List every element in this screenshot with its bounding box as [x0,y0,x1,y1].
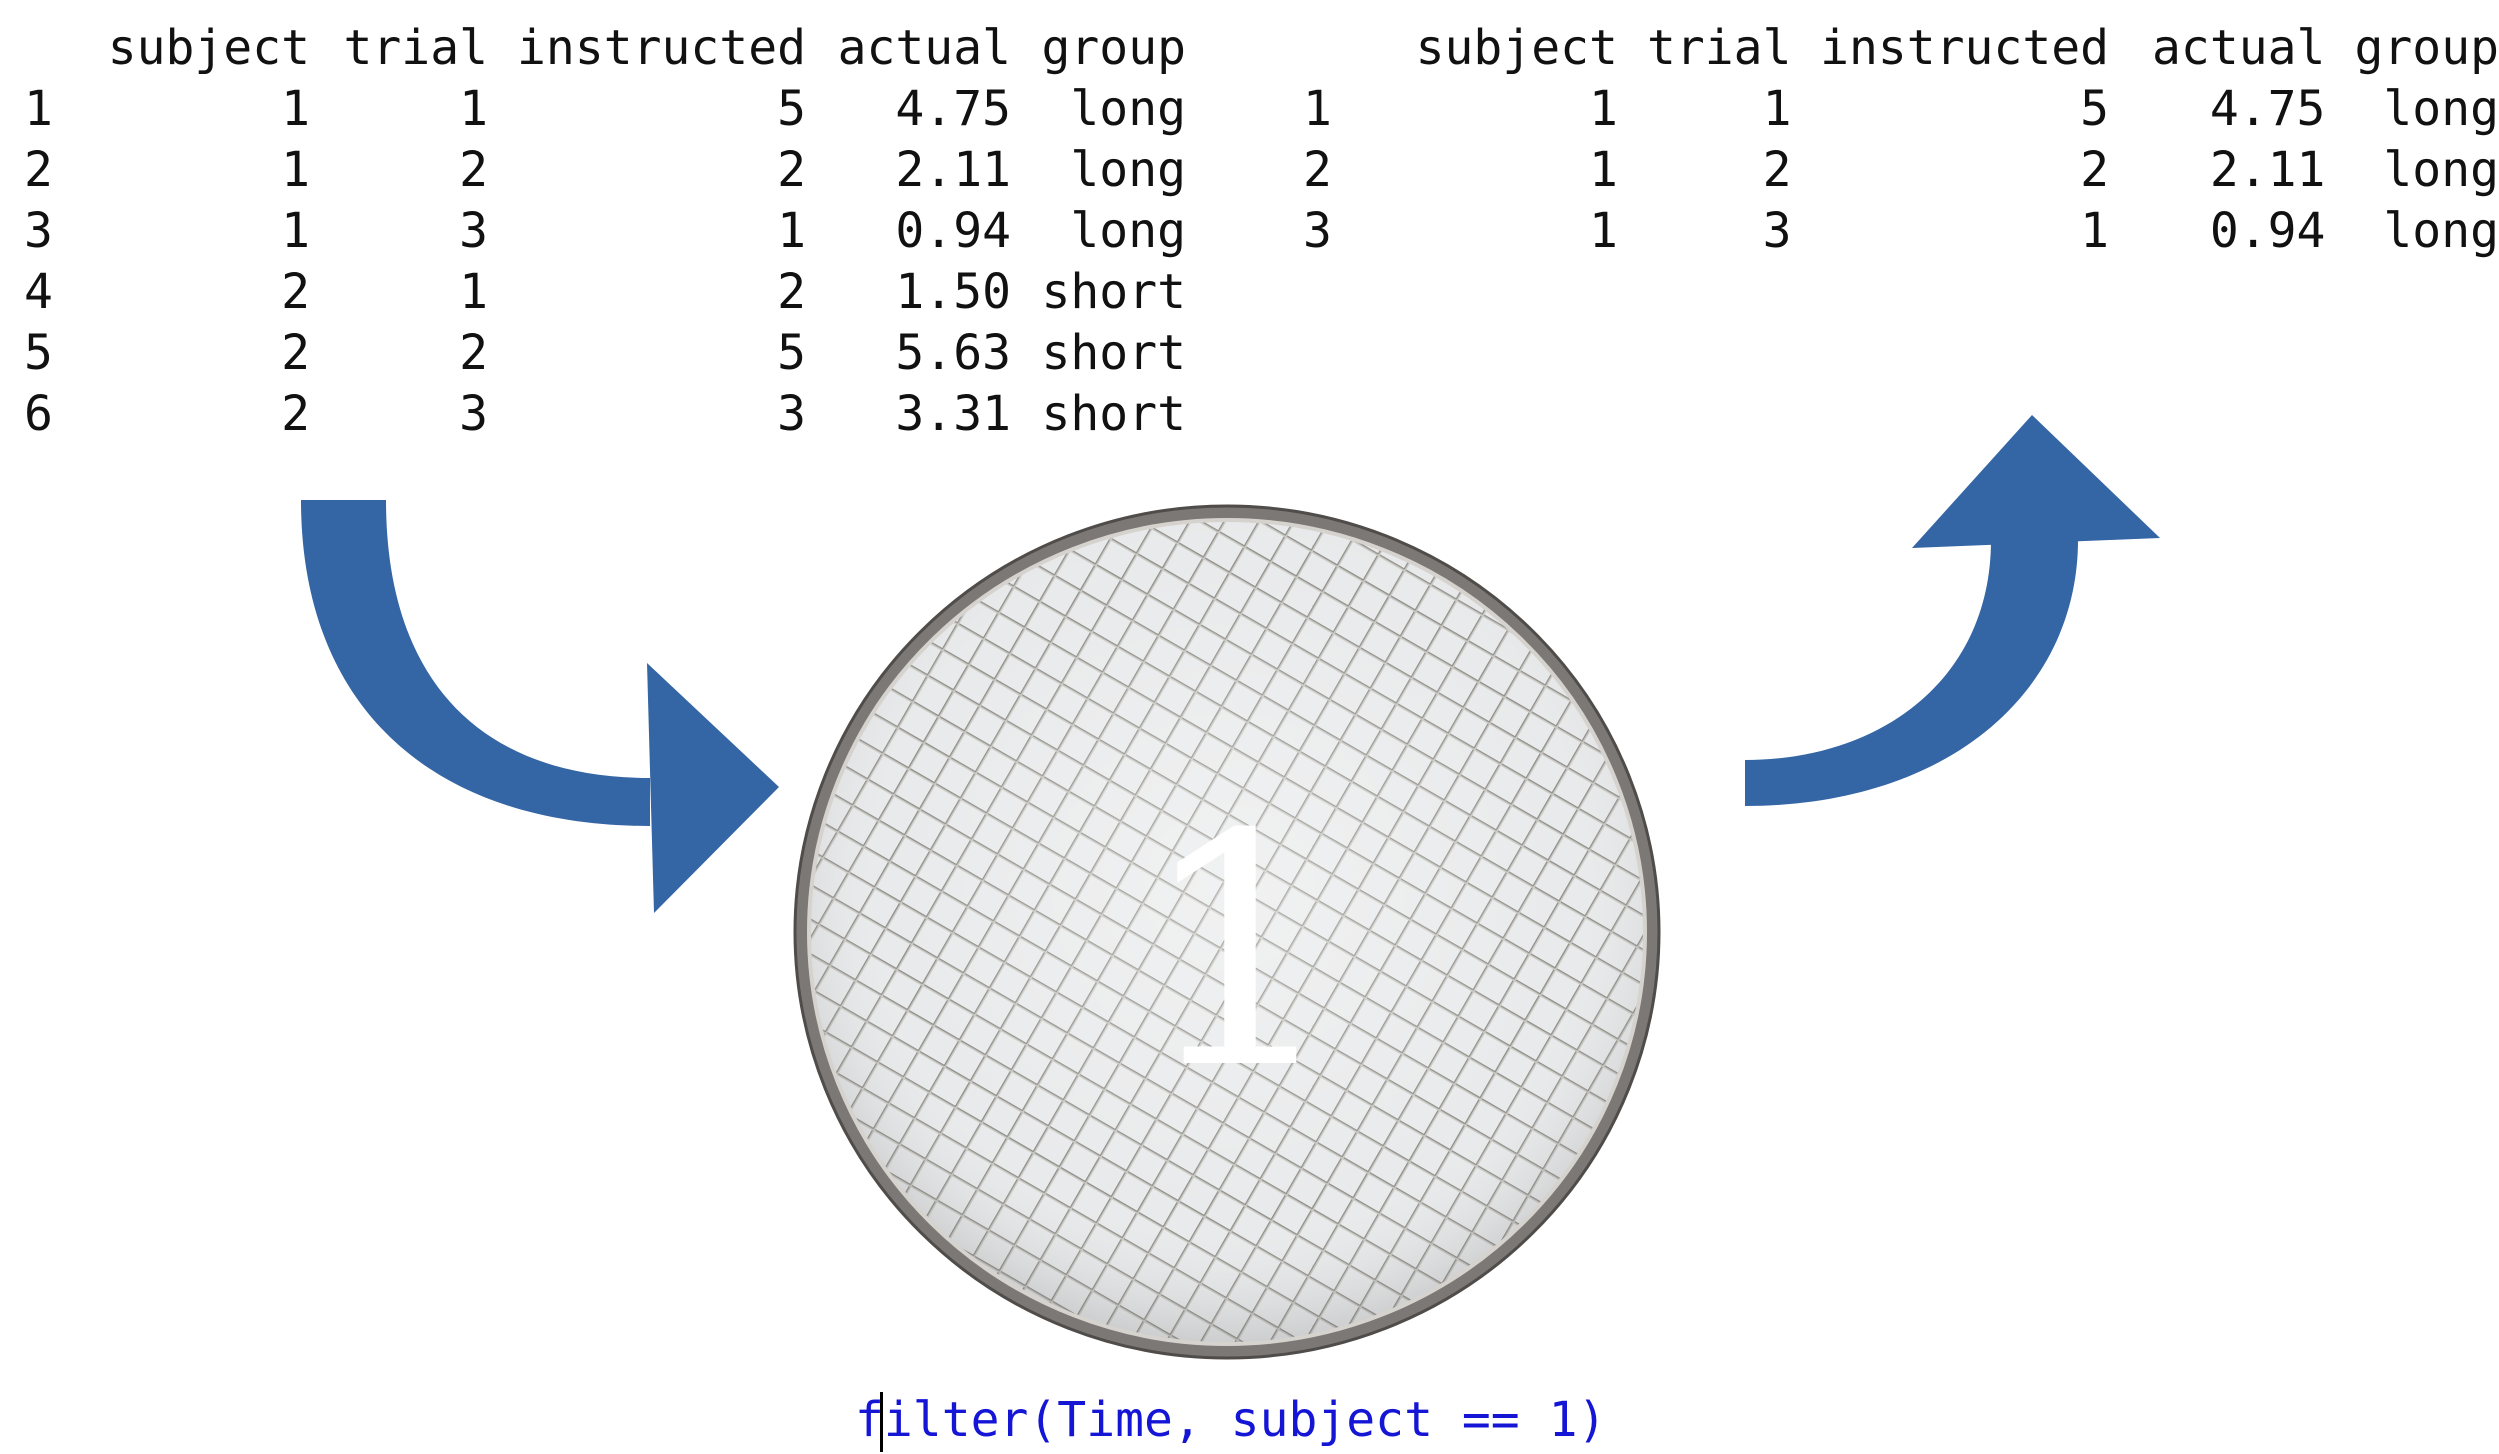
cell-group: short [1041,386,1187,442]
table-row: 4 2 1 2 1.50 short [24,262,1186,323]
sieve-filter-value: 1 [1138,767,1342,1139]
table-header-row: subject trial instructed actual group [24,18,1186,79]
cell-actual: 5.63 [895,325,1011,381]
cell-actual: 0.94 [895,203,1011,259]
table-row: 1 1 1 5 4.75 long [1303,79,2499,140]
curved-arrow-right-icon [301,500,779,913]
cell-instructed: 2 [777,142,806,198]
input-data-table: subject trial instructed actual group 1 … [24,18,1186,445]
cell-actual: 0.94 [2209,203,2326,259]
column-header-trial: trial [1646,20,1792,76]
cell-group: long [2383,203,2499,259]
cell-actual: 2.11 [895,142,1011,198]
curved-arrow-up-icon [1745,415,2160,806]
cell-trial: 3 [459,386,488,442]
column-header-trial: trial [343,20,489,76]
cell-trial: 2 [459,325,488,381]
row-index: 5 [24,325,53,381]
cell-instructed: 2 [777,264,806,320]
column-header-instructed: instructed [1820,20,2110,76]
column-header-subject: subject [1415,20,1618,76]
row-index: 3 [24,203,53,259]
row-index: 2 [24,142,53,198]
cell-group: long [2383,142,2499,198]
cell-trial: 2 [459,142,488,198]
row-index: 4 [24,264,53,320]
cell-trial: 1 [1762,81,1792,137]
table-row: 2 1 2 2 2.11 long [24,140,1186,201]
cell-group: long [1070,203,1186,259]
table-row: 2 1 2 2 2.11 long [1303,140,2499,201]
cell-instructed: 1 [777,203,806,259]
cell-group: short [1041,325,1187,381]
row-index: 1 [24,81,53,137]
row-index: 2 [1303,142,1332,198]
cell-trial: 1 [459,81,488,137]
text-cursor [880,1392,883,1452]
table-row: 6 2 3 3 3.31 short [24,384,1186,445]
cell-actual: 4.75 [895,81,1011,137]
cell-instructed: 3 [777,386,806,442]
cell-actual: 4.75 [2209,81,2326,137]
cell-subject: 1 [1589,81,1618,137]
cell-subject: 1 [1589,203,1618,259]
row-index: 1 [1303,81,1332,137]
column-header-actual: actual [2152,20,2326,76]
column-header-instructed: instructed [517,20,806,76]
cell-instructed: 2 [2080,142,2110,198]
cell-subject: 2 [281,325,310,381]
column-header-group: group [1041,20,1187,76]
filter-code: filter(Time, subject == 1) [855,1392,1607,1448]
column-header-subject: subject [107,20,310,76]
cell-subject: 2 [281,264,310,320]
cell-subject: 1 [1589,142,1618,198]
cell-group: short [1041,264,1187,320]
cell-group: long [1070,81,1186,137]
table-row: 3 1 3 1 0.94 long [1303,201,2499,262]
cell-actual: 3.31 [895,386,1011,442]
cell-subject: 1 [281,81,310,137]
cell-instructed: 5 [777,81,806,137]
cell-trial: 1 [459,264,488,320]
row-index: 6 [24,386,53,442]
cell-instructed: 1 [2080,203,2110,259]
cell-subject: 1 [281,142,310,198]
table-row: 5 2 2 5 5.63 short [24,323,1186,384]
cell-actual: 1.50 [895,264,1011,320]
cell-subject: 2 [281,386,310,442]
cell-instructed: 5 [2080,81,2110,137]
cell-group: long [1070,142,1186,198]
row-index: 3 [1303,203,1332,259]
cell-trial: 3 [1762,203,1792,259]
column-header-actual: actual [837,20,1011,76]
cell-group: long [2383,81,2499,137]
cell-actual: 2.11 [2209,142,2326,198]
cell-instructed: 5 [777,325,806,381]
table-row: 3 1 3 1 0.94 long [24,201,1186,262]
output-data-table: subject trial instructed actual group 1 … [1303,18,2499,262]
column-header-group: group [2354,20,2499,76]
cell-subject: 1 [281,203,310,259]
table-header-row: subject trial instructed actual group [1303,18,2499,79]
table-row: 1 1 1 5 4.75 long [24,79,1186,140]
cell-trial: 3 [459,203,488,259]
sieve-icon [793,504,1661,1360]
cell-trial: 2 [1762,142,1792,198]
